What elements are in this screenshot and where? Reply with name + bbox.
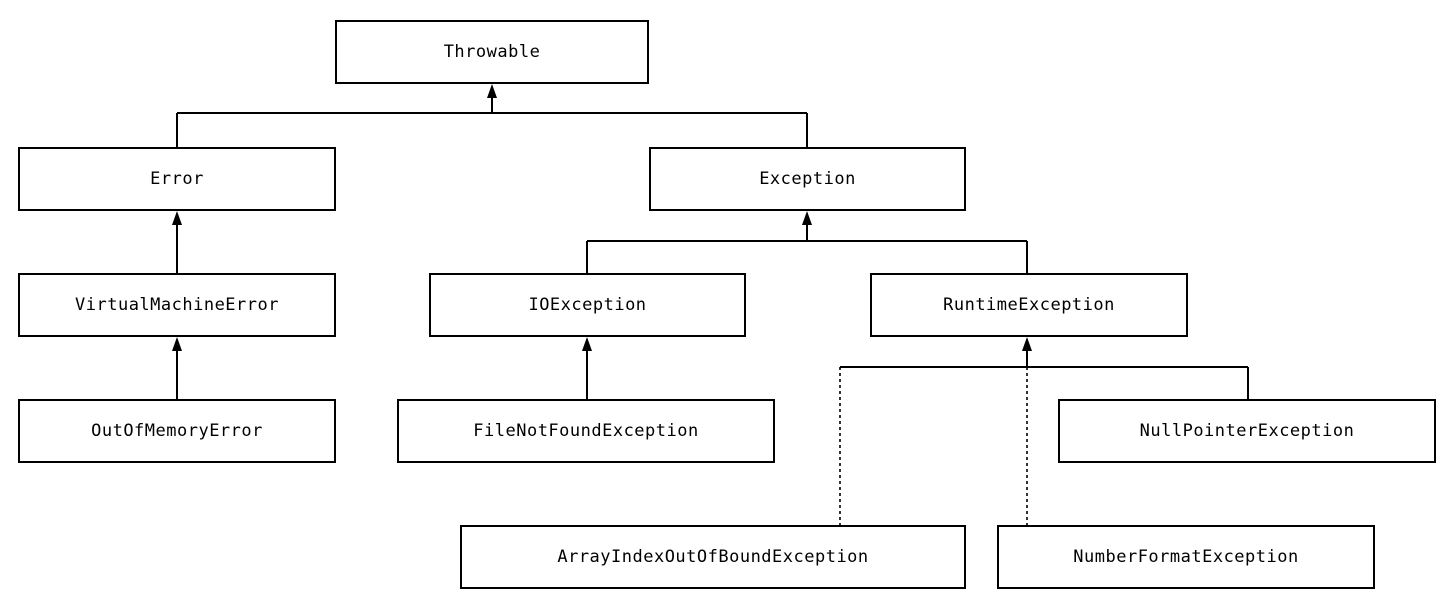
arrowhead-exception: [802, 211, 812, 225]
node-array-index-out-of-bound-exception: ArrayIndexOutOfBoundException: [460, 525, 966, 589]
arrowhead-runtime: [1022, 337, 1032, 351]
arrowhead-throwable: [487, 84, 497, 98]
node-exception: Exception: [649, 147, 966, 211]
node-file-not-found-exception: FileNotFoundException: [397, 399, 775, 463]
node-io-exception: IOException: [429, 273, 746, 337]
arrowhead-vme: [172, 337, 182, 351]
arrowhead-io: [582, 337, 592, 351]
node-runtime-exception: RuntimeException: [870, 273, 1188, 337]
node-throwable: Throwable: [335, 20, 649, 84]
node-null-pointer-exception: NullPointerException: [1058, 399, 1436, 463]
node-virtual-machine-error: VirtualMachineError: [18, 273, 336, 337]
node-number-format-exception: NumberFormatException: [997, 525, 1375, 589]
arrowhead-error: [172, 211, 182, 225]
node-error: Error: [18, 147, 336, 211]
node-out-of-memory-error: OutOfMemoryError: [18, 399, 336, 463]
